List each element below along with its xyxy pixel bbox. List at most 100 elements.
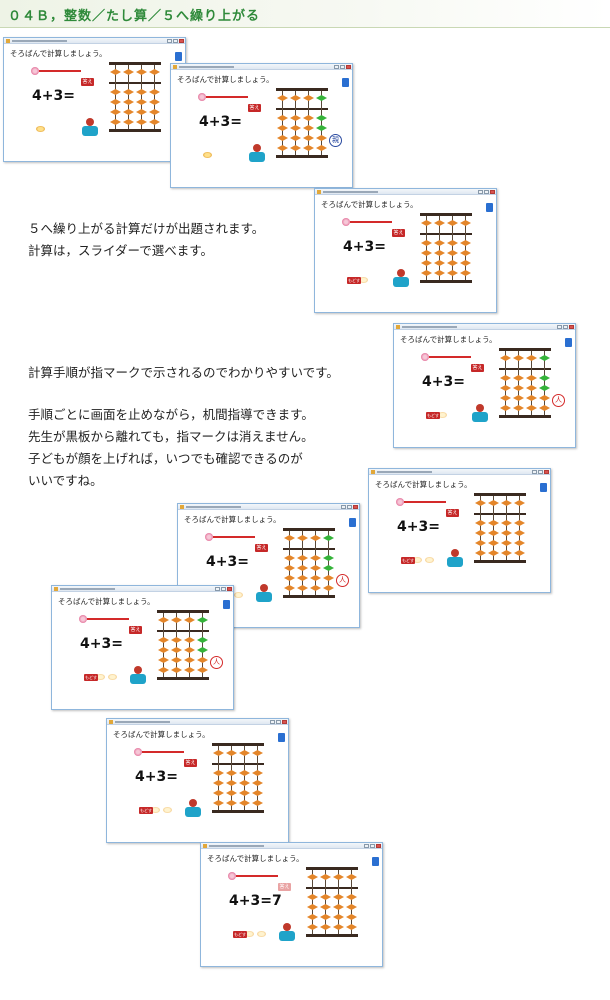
abacus-bead[interactable]	[514, 550, 525, 556]
abacus-bead[interactable]	[460, 270, 471, 276]
abacus-bead[interactable]	[513, 405, 524, 411]
abacus-bead[interactable]	[110, 119, 121, 125]
abacus-bead[interactable]	[333, 924, 344, 930]
abacus-bead[interactable]	[239, 800, 250, 806]
abacus-bead[interactable]	[514, 520, 525, 526]
abacus-bead[interactable]	[184, 647, 195, 653]
abacus-bead[interactable]	[434, 260, 445, 266]
abacus-bead[interactable]	[514, 530, 525, 536]
abacus-bead[interactable]	[307, 904, 318, 910]
abacus-bead[interactable]	[333, 904, 344, 910]
abacus-bead[interactable]	[158, 637, 169, 643]
abacus-bead[interactable]	[310, 535, 321, 541]
abacus-bead[interactable]	[500, 355, 511, 361]
close-button[interactable]	[179, 39, 184, 43]
abacus-bead[interactable]	[447, 260, 458, 266]
abacus-bead[interactable]	[539, 375, 550, 381]
abacus-bead[interactable]	[290, 115, 301, 121]
abacus-bead[interactable]	[526, 375, 537, 381]
soroban-abacus[interactable]	[212, 743, 264, 813]
question-slider[interactable]	[404, 501, 446, 503]
minimize-button[interactable]	[341, 505, 346, 509]
minimize-button[interactable]	[557, 325, 562, 329]
abacus-bead[interactable]	[197, 647, 208, 653]
abacus-bead[interactable]	[158, 667, 169, 673]
abacus-bead[interactable]	[539, 385, 550, 391]
abacus-bead[interactable]	[252, 750, 263, 756]
abacus-bead[interactable]	[513, 385, 524, 391]
abacus-bead[interactable]	[475, 520, 486, 526]
abacus-bead[interactable]	[526, 405, 537, 411]
abacus-bead[interactable]	[149, 109, 160, 115]
flower-slider-handle-icon[interactable]	[31, 67, 39, 75]
maximize-button[interactable]	[347, 505, 352, 509]
abacus-bead[interactable]	[475, 540, 486, 546]
soroban-abacus[interactable]	[276, 88, 328, 158]
abacus-bead[interactable]	[475, 550, 486, 556]
abacus-bead[interactable]	[316, 95, 327, 101]
abacus-bead[interactable]	[213, 770, 224, 776]
abacus-bead[interactable]	[277, 145, 288, 151]
abacus-bead[interactable]	[488, 500, 499, 506]
abacus-bead[interactable]	[277, 125, 288, 131]
abacus-bead[interactable]	[303, 145, 314, 151]
abacus-bead[interactable]	[500, 395, 511, 401]
pencil-icon[interactable]	[565, 338, 572, 347]
abacus-bead[interactable]	[213, 780, 224, 786]
abacus-bead[interactable]	[514, 500, 525, 506]
back-button[interactable]: もどす	[233, 931, 247, 938]
abacus-bead[interactable]	[297, 585, 308, 591]
abacus-bead[interactable]	[252, 790, 263, 796]
abacus-bead[interactable]	[110, 109, 121, 115]
abacus-bead[interactable]	[500, 405, 511, 411]
close-button[interactable]	[376, 844, 381, 848]
abacus-bead[interactable]	[307, 914, 318, 920]
abacus-bead[interactable]	[475, 500, 486, 506]
abacus-bead[interactable]	[171, 657, 182, 663]
abacus-bead[interactable]	[303, 125, 314, 131]
abacus-bead[interactable]	[323, 555, 334, 561]
abacus-bead[interactable]	[197, 657, 208, 663]
abacus-bead[interactable]	[421, 250, 432, 256]
abacus-bead[interactable]	[514, 540, 525, 546]
answer-button[interactable]: 答え	[446, 509, 459, 517]
question-slider[interactable]	[429, 356, 471, 358]
abacus-bead[interactable]	[184, 637, 195, 643]
answer-button[interactable]: 答え	[129, 626, 142, 634]
abacus-bead[interactable]	[136, 69, 147, 75]
pencil-icon[interactable]	[349, 518, 356, 527]
abacus-bead[interactable]	[110, 69, 121, 75]
pencil-icon[interactable]	[278, 733, 285, 742]
pencil-icon[interactable]	[372, 857, 379, 866]
abacus-bead[interactable]	[421, 270, 432, 276]
abacus-bead[interactable]	[323, 565, 334, 571]
answer-button[interactable]: 答え	[248, 104, 261, 112]
pencil-icon[interactable]	[486, 203, 493, 212]
abacus-bead[interactable]	[460, 220, 471, 226]
abacus-bead[interactable]	[277, 95, 288, 101]
question-slider[interactable]	[236, 875, 278, 877]
abacus-bead[interactable]	[184, 617, 195, 623]
flower-slider-handle-icon[interactable]	[421, 353, 429, 361]
abacus-bead[interactable]	[158, 657, 169, 663]
close-button[interactable]	[346, 65, 351, 69]
abacus-bead[interactable]	[213, 790, 224, 796]
abacus-bead[interactable]	[184, 657, 195, 663]
abacus-bead[interactable]	[488, 530, 499, 536]
abacus-bead[interactable]	[333, 894, 344, 900]
abacus-bead[interactable]	[149, 99, 160, 105]
abacus-bead[interactable]	[239, 780, 250, 786]
abacus-bead[interactable]	[252, 800, 263, 806]
back-button[interactable]: もどす	[139, 807, 153, 814]
abacus-bead[interactable]	[513, 375, 524, 381]
soroban-abacus[interactable]	[157, 610, 209, 680]
abacus-bead[interactable]	[526, 395, 537, 401]
abacus-bead[interactable]	[123, 89, 134, 95]
pencil-icon[interactable]	[342, 78, 349, 87]
abacus-bead[interactable]	[136, 109, 147, 115]
abacus-bead[interactable]	[252, 780, 263, 786]
abacus-bead[interactable]	[333, 914, 344, 920]
abacus-bead[interactable]	[323, 575, 334, 581]
abacus-bead[interactable]	[226, 790, 237, 796]
abacus-bead[interactable]	[290, 145, 301, 151]
